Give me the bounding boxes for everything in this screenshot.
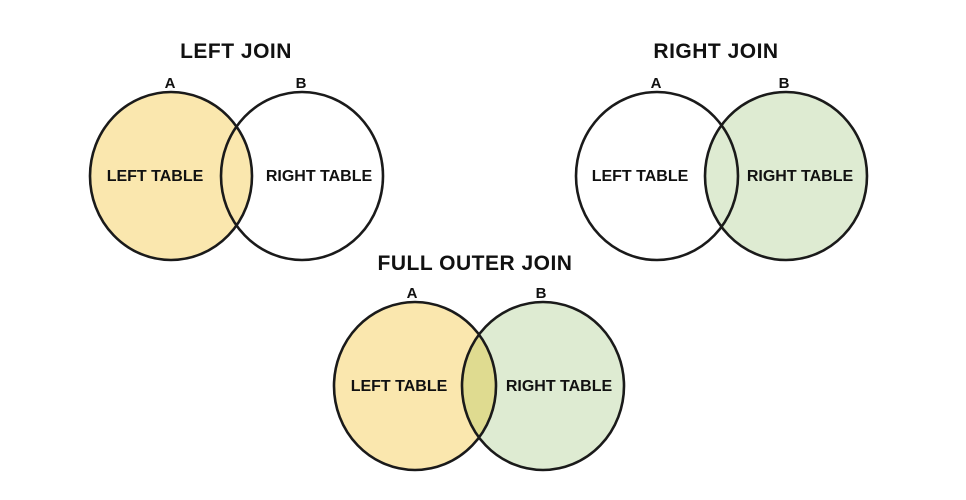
full-outer-join-circle-b-fill <box>462 302 624 470</box>
full-outer-join-right-table-label: RIGHT TABLE <box>506 378 613 395</box>
full-outer-join-circle-a-outline <box>332 300 498 472</box>
right-join-circle-b-label: B <box>779 75 790 92</box>
left-join-circle-b-outline <box>219 90 385 262</box>
full-outer-join-circle-a-label: A <box>407 285 418 302</box>
left-join-circle-a-outline <box>88 90 254 262</box>
full-outer-join-diagram: FULL OUTER JOIN A B LEFT TABLE RIGHT TAB… <box>332 252 626 472</box>
right-join-diagram: RIGHT JOIN A B LEFT TABLE RIGHT TABLE <box>574 40 869 262</box>
right-join-right-table-label: RIGHT TABLE <box>747 168 854 185</box>
left-join-circle-a-fill <box>90 92 252 260</box>
left-join-title: LEFT JOIN <box>180 40 292 63</box>
full-outer-join-circle-a-fill <box>334 302 496 470</box>
right-join-circle-b-fill <box>705 92 867 260</box>
full-outer-join-title: FULL OUTER JOIN <box>378 252 573 275</box>
right-join-left-table-label: LEFT TABLE <box>592 168 689 185</box>
full-outer-join-left-table-label: LEFT TABLE <box>351 378 448 395</box>
left-join-diagram: LEFT JOIN A B LEFT TABLE RIGHT TABLE <box>88 40 385 262</box>
full-outer-join-circle-b-label: B <box>536 285 547 302</box>
right-join-title: RIGHT JOIN <box>653 40 778 63</box>
full-outer-join-circle-b-outline <box>460 300 626 472</box>
right-join-circle-b-outline <box>703 90 869 262</box>
right-join-circle-a-label: A <box>651 75 662 92</box>
right-join-circle-a-outline <box>574 90 740 262</box>
left-join-circle-a-label: A <box>165 75 176 92</box>
left-join-circle-b-label: B <box>296 75 307 92</box>
left-join-right-table-label: RIGHT TABLE <box>266 168 373 185</box>
left-join-left-table-label: LEFT TABLE <box>107 168 204 185</box>
